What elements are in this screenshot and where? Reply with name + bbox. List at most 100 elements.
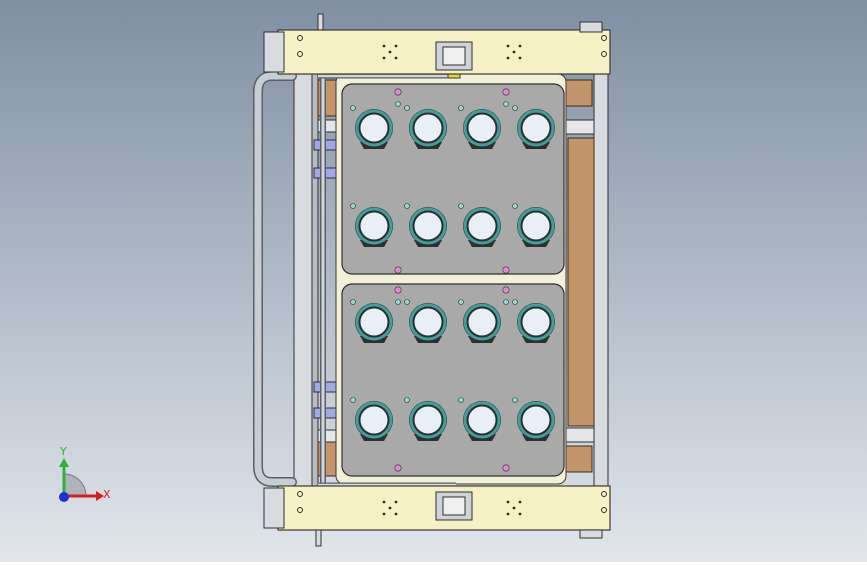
locator-pin (395, 299, 401, 305)
bottom-rail-end-left (263, 487, 285, 529)
rail-mount-hole (506, 44, 510, 48)
rail-bolt-hole (297, 35, 303, 41)
guide-pin (502, 266, 510, 274)
x-axis-arrow (96, 491, 104, 501)
x-axis-label: X (103, 488, 111, 501)
rail-mount-hole (388, 50, 392, 54)
locator-pin (512, 203, 518, 209)
guide-pin (502, 286, 510, 294)
rail-mount-hole (382, 512, 386, 516)
y-axis-arrow (59, 458, 69, 467)
rail-bolt-hole (601, 491, 607, 497)
suction-cup-face (467, 307, 497, 337)
suction-cup (404, 203, 447, 247)
suction-cup-ring (517, 401, 555, 439)
suction-cup-ring (463, 401, 501, 439)
axis-triad: X Y (59, 445, 111, 502)
suction-cup-face (413, 113, 443, 143)
locator-pin (458, 397, 464, 403)
suction-cup-ring (355, 207, 393, 245)
lower-suction-plate (341, 283, 565, 477)
suction-cup (512, 397, 555, 441)
locator-pin (404, 299, 410, 305)
suction-cup-face (467, 113, 497, 143)
suction-cup (404, 105, 447, 149)
rail-bolt-hole (297, 491, 303, 497)
rail-bolt-hole (601, 35, 607, 41)
top-rail-end-left (263, 31, 285, 73)
top-rail-end-right (579, 21, 603, 33)
suction-cup-ring (409, 109, 447, 147)
suction-cup (404, 299, 447, 343)
rail-mount-hole (518, 44, 522, 48)
suction-cup (404, 397, 447, 441)
suction-cup-ring (355, 303, 393, 341)
rail-mount-hole (506, 512, 510, 516)
locator-pin (458, 299, 464, 305)
suction-cup-face (359, 307, 389, 337)
suction-cup-face (413, 405, 443, 435)
rail-mount-hole (506, 500, 510, 504)
locator-pin (512, 105, 518, 111)
guide-pin (394, 464, 402, 472)
locator-pin (350, 299, 356, 305)
suction-cup-face (359, 405, 389, 435)
rail-holes-group (297, 35, 607, 516)
suction-cup-face (413, 211, 443, 241)
suction-cup (350, 105, 393, 149)
wood-block-right-bottom (563, 445, 593, 473)
suction-cup-face (521, 405, 551, 435)
suction-cup-face (467, 405, 497, 435)
rail-mount-hole (388, 506, 392, 510)
suction-cup-ring (517, 303, 555, 341)
suction-cup (458, 203, 501, 247)
locator-pin (512, 299, 518, 305)
guide-pin (502, 88, 510, 96)
suction-cup (512, 299, 555, 343)
rail-mount-hole (382, 56, 386, 60)
suction-cup (350, 203, 393, 247)
suction-cup (350, 299, 393, 343)
rail-mount-hole (394, 500, 398, 504)
rail-mount-hole (394, 44, 398, 48)
rail-mount-hole (518, 56, 522, 60)
suction-cup-group (350, 105, 555, 441)
suction-cup-ring (409, 303, 447, 341)
rail-bolt-hole (601, 51, 607, 57)
locator-pin (458, 203, 464, 209)
y-axis-label: Y (59, 445, 67, 458)
upper-suction-plate (341, 83, 565, 275)
locator-pin (350, 105, 356, 111)
suction-cup (458, 397, 501, 441)
guide-pin (502, 464, 510, 472)
wood-block-right-top (563, 79, 593, 107)
suction-cup-ring (355, 401, 393, 439)
bottom-motor-inner (442, 496, 466, 516)
locator-pin (350, 203, 356, 209)
locator-pin (512, 397, 518, 403)
suction-cup-ring (355, 109, 393, 147)
suction-cup-face (467, 211, 497, 241)
suction-cup-ring (517, 109, 555, 147)
suction-cup-ring (463, 109, 501, 147)
rail-mount-hole (382, 44, 386, 48)
suction-cup (458, 299, 501, 343)
z-axis-dot (59, 492, 69, 502)
suction-cup-ring (463, 207, 501, 245)
rail-bolt-hole (601, 507, 607, 513)
suction-cup (512, 203, 555, 247)
rail-mount-hole (512, 506, 516, 510)
locator-pin (404, 105, 410, 111)
top-stud (317, 13, 324, 31)
rail-mount-hole (394, 512, 398, 516)
wood-panel-right (567, 137, 595, 427)
suction-cup-ring (409, 207, 447, 245)
suction-cup-face (521, 307, 551, 337)
rail-mount-hole (506, 56, 510, 60)
rail-mount-hole (518, 500, 522, 504)
vacuum-hose-highlight (254, 72, 296, 486)
suction-cup-face (521, 211, 551, 241)
locator-pin (404, 397, 410, 403)
